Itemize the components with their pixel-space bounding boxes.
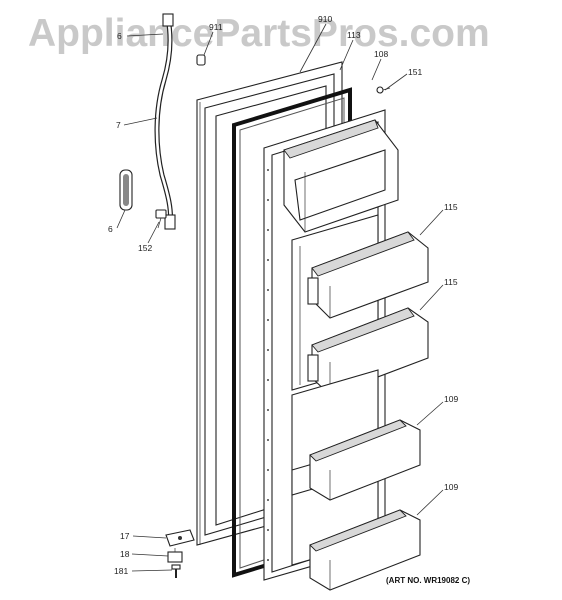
top-dairy-bin <box>283 119 399 233</box>
hinge-bracket-17 <box>165 529 195 547</box>
callout-108: 108 <box>374 49 388 59</box>
screw-152 <box>155 209 167 229</box>
shelf-bin-115-upper <box>307 231 429 319</box>
door-bin-109-upper <box>309 419 421 501</box>
art-number: (ART NO. WR19082 C) <box>386 576 470 585</box>
callout-911: 911 <box>209 22 223 32</box>
screw-181 <box>171 564 181 578</box>
callout-17: 17 <box>120 531 130 541</box>
callout-115-upper: 115 <box>444 202 458 212</box>
callout-7: 7 <box>116 120 121 130</box>
callout-152: 152 <box>138 243 152 253</box>
watermark: AppliancePartsPros.com <box>28 12 490 55</box>
door-bin-109-lower <box>309 509 421 591</box>
callout-115-lower: 115 <box>444 277 458 287</box>
callout-labels: 6 911 910 113 108 151 7 6 152 115 115 10… <box>108 14 458 576</box>
callout-6-top: 6 <box>117 31 122 41</box>
door-handle <box>154 13 176 230</box>
leader-lines <box>116 23 444 572</box>
callout-151: 151 <box>408 67 422 77</box>
hinge-pin-18 <box>167 548 183 563</box>
callout-109-upper: 109 <box>444 394 458 404</box>
callout-18: 18 <box>120 549 130 559</box>
callout-181: 181 <box>114 566 128 576</box>
shelf-bin-115-lower <box>307 307 429 396</box>
callout-910: 910 <box>318 14 332 24</box>
callout-113: 113 <box>347 30 361 40</box>
screw-911 <box>196 54 206 66</box>
screw-151 <box>376 86 391 94</box>
callout-6: 6 <box>108 224 113 234</box>
handle-trim-strip <box>119 169 133 211</box>
callout-109-lower: 109 <box>444 482 458 492</box>
